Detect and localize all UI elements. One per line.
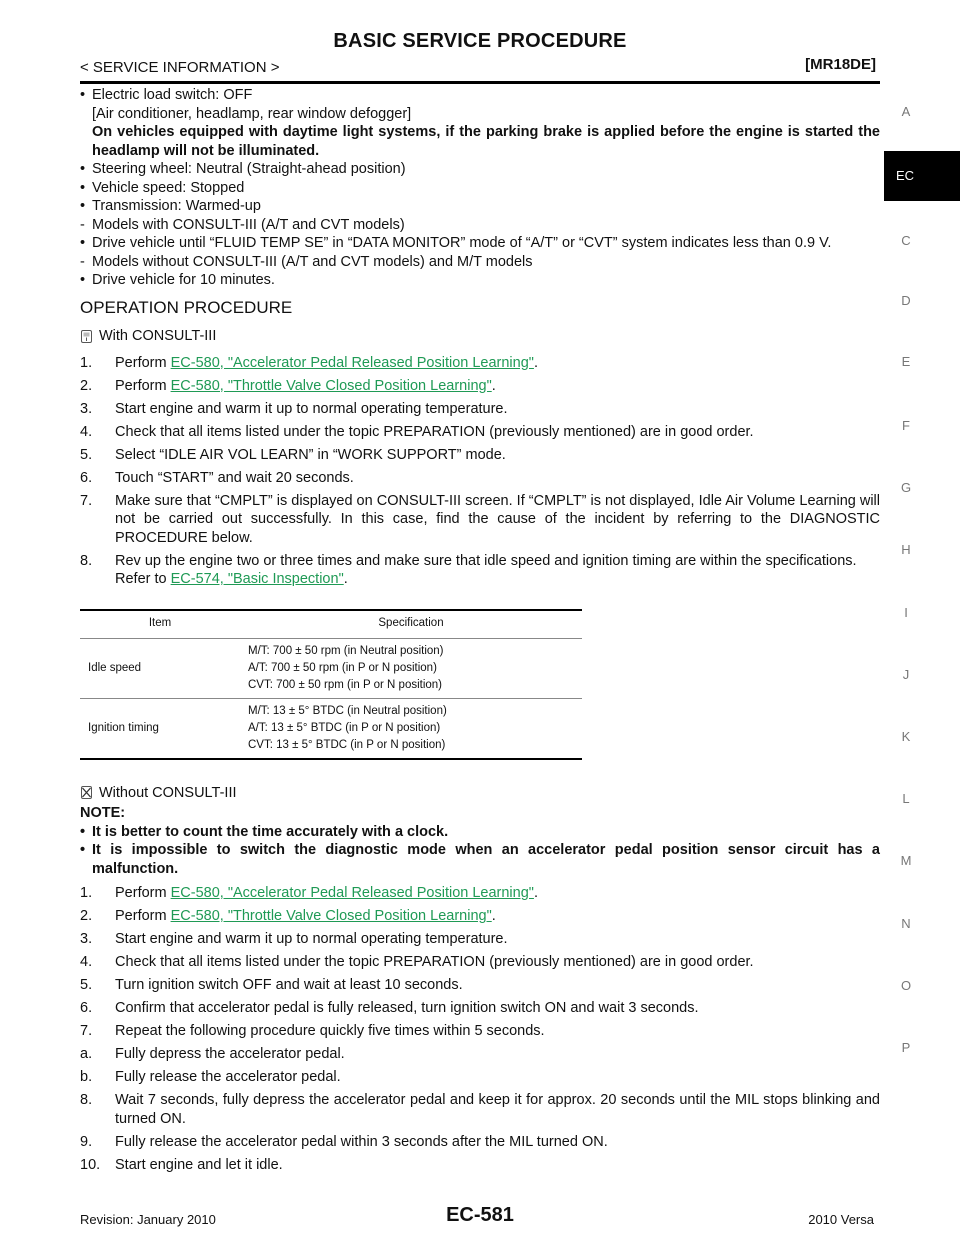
step-item: 2.Perform EC-580, "Throttle Valve Closed… xyxy=(80,908,496,924)
step-item: 5.Select “IDLE AIR VOL LEARN” in “WORK S… xyxy=(80,446,506,463)
list-item: •Drive vehicle for 10 minutes. xyxy=(80,272,275,288)
step-item: a.Fully depress the accelerator pedal. xyxy=(80,1046,345,1062)
list-item: -Models with CONSULT-III (A/T and CVT mo… xyxy=(80,216,405,233)
side-index-j[interactable]: J xyxy=(902,667,910,682)
link-throttle-learning[interactable]: EC-580, "Throttle Valve Closed Position … xyxy=(170,377,492,394)
list-item: •Transmission: Warmed-up xyxy=(80,198,261,214)
step-item: 3.Start engine and warm it up to normal … xyxy=(80,931,508,947)
side-index-i[interactable]: I xyxy=(904,605,908,620)
list-item: -Models without CONSULT-III (A/T and CVT… xyxy=(80,253,533,270)
link-accelerator-learning[interactable]: EC-580, "Accelerator Pedal Released Posi… xyxy=(170,885,534,901)
step-item: 1.Perform EC-580, "Accelerator Pedal Rel… xyxy=(80,354,538,371)
step-item: 2.Perform EC-580, "Throttle Valve Closed… xyxy=(80,377,496,394)
side-index-a[interactable]: A xyxy=(901,104,911,119)
step-item: 3.Start engine and warm it up to normal … xyxy=(80,400,508,417)
footer-page-number: EC-581 xyxy=(446,1204,514,1226)
consult-icon xyxy=(81,329,92,343)
step-item: 5.Turn ignition switch OFF and wait at l… xyxy=(80,977,463,993)
operation-heading: OPERATION PROCEDURE xyxy=(80,297,293,317)
table-header-item: Item xyxy=(80,608,240,639)
side-index-e[interactable]: E xyxy=(901,354,911,369)
side-index-g[interactable]: G xyxy=(900,480,912,495)
spec-table: Item Specification Idle speed M/T: 700 ±… xyxy=(80,608,582,760)
step-item: 1.Perform EC-580, "Accelerator Pedal Rel… xyxy=(80,885,538,901)
header-rule xyxy=(80,81,880,84)
step-item: 4.Check that all items listed under the … xyxy=(80,423,754,440)
step-item: 6.Confirm that accelerator pedal is full… xyxy=(80,1000,699,1016)
side-index-d[interactable]: D xyxy=(901,293,911,308)
step-item: 8.Rev up the engine two or three times a… xyxy=(80,552,857,588)
step-item: 4.Check that all items listed under the … xyxy=(80,954,754,970)
side-index-m[interactable]: M xyxy=(900,853,912,868)
step-item: 7.Make sure that “CMPLT” is displayed on… xyxy=(80,492,880,546)
table-cell-spec: M/T: 13 ± 5° BTDC (in Neutral position) … xyxy=(240,698,582,760)
side-index-h[interactable]: H xyxy=(901,542,911,557)
list-item-detail: [Air conditioner, headlamp, rear window … xyxy=(92,105,412,122)
note-label: NOTE: xyxy=(80,805,126,821)
list-item: •Drive vehicle until “FLUID TEMP SE” in … xyxy=(80,235,832,251)
side-index-o[interactable]: O xyxy=(900,978,912,993)
page-title: BASIC SERVICE PROCEDURE xyxy=(333,30,627,52)
table-header-spec: Specification xyxy=(240,608,582,639)
list-item: •Electric load switch: OFF xyxy=(80,87,253,103)
table-row: Idle speed M/T: 700 ± 50 rpm (in Neutral… xyxy=(80,638,582,699)
step-item: 10.Start engine and let it idle. xyxy=(80,1156,283,1173)
link-basic-inspection[interactable]: EC-574, "Basic Inspection" xyxy=(170,571,344,587)
side-index: A EC C D E F G H I J K L M N O P xyxy=(884,0,960,1242)
side-index-f[interactable]: F xyxy=(902,418,910,433)
table-cell-spec: M/T: 700 ± 50 rpm (in Neutral position) … xyxy=(240,638,582,699)
table-cell-item: Ignition timing xyxy=(80,698,240,760)
footer-revision: Revision: January 2010 xyxy=(80,1212,216,1227)
side-index-c[interactable]: C xyxy=(901,233,911,248)
with-consult-label: With CONSULT-III xyxy=(80,327,880,346)
side-index-n[interactable]: N xyxy=(901,916,911,931)
side-index-ec[interactable]: EC xyxy=(884,151,960,201)
step-item: b.Fully release the accelerator pedal. xyxy=(80,1069,341,1085)
side-index-l[interactable]: L xyxy=(902,791,910,806)
link-accelerator-learning[interactable]: EC-580, "Accelerator Pedal Released Posi… xyxy=(170,354,534,371)
list-item: •Steering wheel: Neutral (Straight-ahead… xyxy=(80,161,406,177)
drl-note: On vehicles equipped with daytime light … xyxy=(92,124,880,159)
list-item: •Vehicle speed: Stopped xyxy=(80,179,245,196)
side-index-k[interactable]: K xyxy=(901,729,911,744)
step-item: 8.Wait 7 seconds, fully depress the acce… xyxy=(80,1092,880,1127)
step-item: 7.Repeat the following procedure quickly… xyxy=(80,1023,545,1039)
no-consult-icon xyxy=(81,786,92,800)
model-code: [MR18DE] xyxy=(805,56,876,73)
content: •Electric load switch: OFF [Air conditio… xyxy=(80,86,880,1179)
table-row: Ignition timing M/T: 13 ± 5° BTDC (in Ne… xyxy=(80,698,582,760)
footer-model: 2010 Versa xyxy=(808,1212,874,1227)
without-consult-label: Without CONSULT-III xyxy=(80,784,880,803)
link-throttle-learning[interactable]: EC-580, "Throttle Valve Closed Position … xyxy=(170,908,492,924)
table-cell-item: Idle speed xyxy=(80,638,240,699)
step-item: 6.Touch “START” and wait 20 seconds. xyxy=(80,469,354,486)
note-item: •It is impossible to switch the diagnost… xyxy=(80,842,880,877)
note-item: •It is better to count the time accurate… xyxy=(80,823,449,840)
step-item: 9.Fully release the accelerator pedal wi… xyxy=(80,1133,608,1150)
side-index-p[interactable]: P xyxy=(901,1040,911,1055)
section-label: < SERVICE INFORMATION > xyxy=(80,59,280,76)
